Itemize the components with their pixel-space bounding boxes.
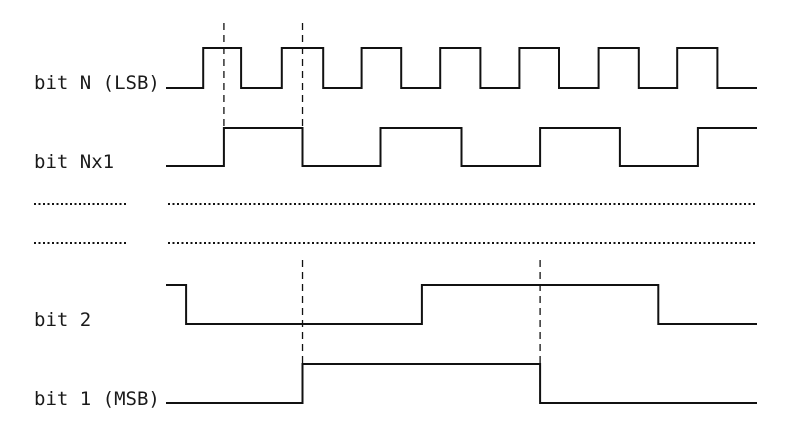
waveform-bit-nx1 xyxy=(166,127,757,167)
signal-label-bit-2: bit 2 xyxy=(34,309,91,331)
signal-label-bit-nx1: bit Nx1 xyxy=(34,151,114,173)
waveform-bit-n-lsb xyxy=(166,47,757,89)
waveform-bit-1-msb xyxy=(166,363,757,404)
omitted-rows xyxy=(34,203,757,244)
signal-labels: bit N (LSB) bit Nx1 bit 2 bit 1 (MSB) xyxy=(34,72,160,410)
guide-lines xyxy=(223,23,541,403)
waveforms xyxy=(166,47,757,404)
signal-label-bit-n-lsb: bit N (LSB) xyxy=(34,72,160,94)
signal-label-bit-1-msb: bit 1 (MSB) xyxy=(34,388,160,410)
waveform-bit-2 xyxy=(166,284,757,325)
